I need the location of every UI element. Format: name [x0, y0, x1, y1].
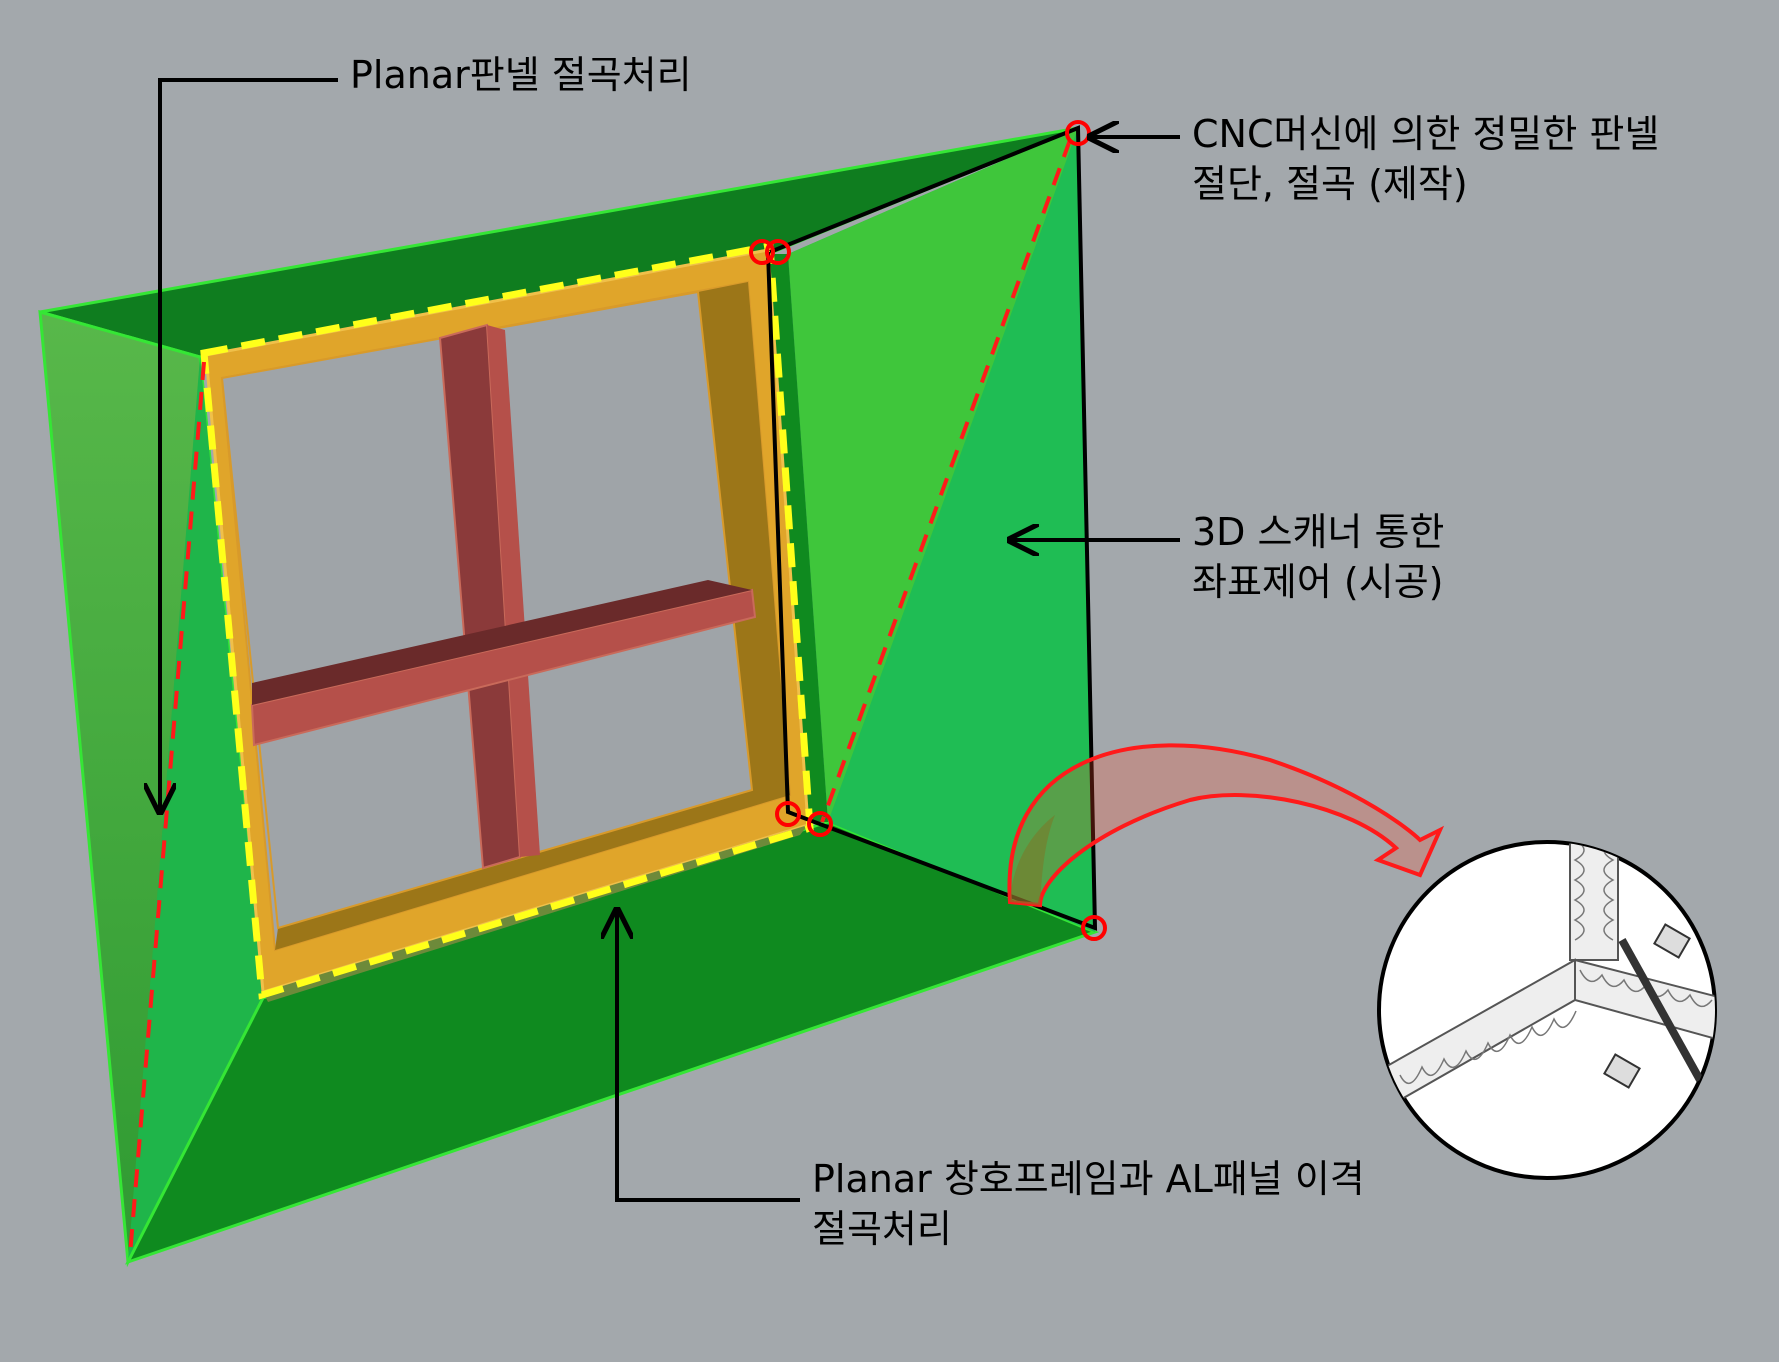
black-edge-outline — [766, 125, 1098, 931]
annotation-middle-right-line2: 좌표제어 (시공) — [1192, 560, 1444, 604]
frame-depth-bottom — [275, 780, 790, 950]
mullions — [250, 323, 757, 870]
frame-depth-right — [698, 282, 790, 795]
annotation-top-right-line2: 절단, 절곡 (제작) — [1192, 162, 1468, 206]
curved-arrow-inner — [1010, 815, 1055, 905]
leader-lines — [160, 78, 1180, 1202]
leader-top-left — [160, 78, 338, 812]
detail-bolt-shaft — [1618, 938, 1704, 1082]
annotation-bottom-line1: Planar 창호프레임과 AL패널 이격 — [812, 1157, 1365, 1201]
annotation-top-left: Planar판넬 절곡처리 — [350, 53, 692, 97]
corner-marker-bottom-right — [1081, 915, 1107, 941]
corner-marker-frame-top-1 — [749, 239, 775, 265]
horizontal-mullion-top — [252, 580, 752, 705]
connection-detail-inset — [1377, 840, 1717, 1180]
corner-marker-frame-bottom-2 — [807, 811, 833, 837]
detail-vertical-insulation — [1573, 842, 1615, 941]
corner-marker-frame-bottom-1 — [775, 801, 801, 827]
annotation-top-right-line1: CNC머신에 의한 정밀한 판넬 — [1192, 112, 1659, 156]
annotation-middle-right-line1: 3D 스캐너 통한 — [1192, 510, 1444, 554]
red-dashed-right — [820, 139, 1072, 823]
detail-curved-arrow — [1007, 743, 1445, 908]
detail-bolt-nut-bottom — [1603, 1053, 1641, 1089]
black-edge-lines — [766, 125, 1098, 931]
detail-vertical-panel — [1569, 842, 1619, 961]
right-upper-triangle — [788, 128, 1078, 822]
curved-arrow-body — [1007, 743, 1445, 908]
leader-bottom — [617, 910, 800, 1202]
text-annotations: Planar판넬 절곡처리 CNC머신에 의한 정밀한 판넬 절단, 절곡 (제… — [350, 53, 1659, 1251]
vertical-mullion-side — [487, 325, 540, 857]
left-inner-face — [128, 357, 263, 1262]
annotation-bottom-line2: 절곡처리 — [812, 1207, 952, 1251]
corner-marker-frame-top-2 — [765, 239, 791, 265]
corner-markers — [749, 120, 1107, 941]
detail-bolt-nut-top — [1653, 923, 1691, 959]
